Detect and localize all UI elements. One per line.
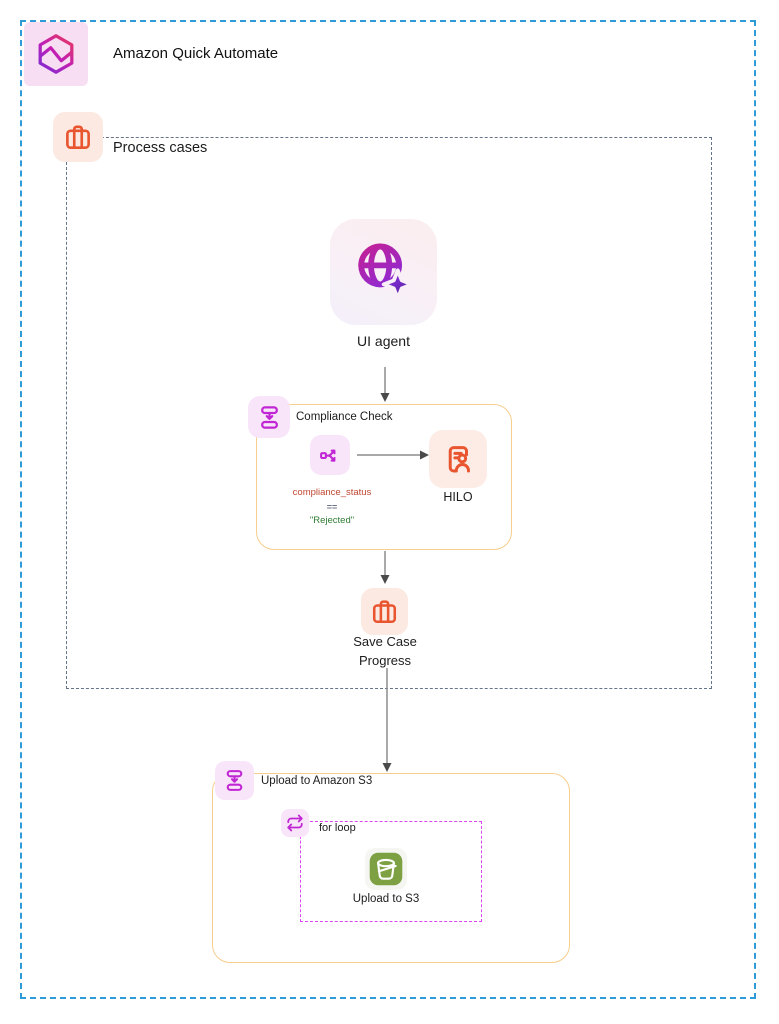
hilo-label: HILO <box>443 490 473 504</box>
flow-step-icon <box>256 404 283 431</box>
process-cases-node[interactable] <box>53 112 103 162</box>
arrow-ui-agent-to-compliance <box>380 367 390 402</box>
loop-repeat-icon <box>286 814 304 832</box>
process-cases-label: Process cases <box>110 140 211 156</box>
save-case-progress-node[interactable] <box>361 588 408 635</box>
condition-value: "Rejected" <box>309 515 355 526</box>
condition-variable: compliance_status <box>292 487 372 498</box>
arrow-save-to-upload <box>382 668 392 772</box>
person-document-icon <box>441 442 475 476</box>
app-title: Amazon Quick Automate <box>113 45 279 62</box>
arrow-condition-to-hilo <box>357 450 429 460</box>
hexagon-logo-icon <box>33 31 79 77</box>
briefcase-icon <box>370 597 399 626</box>
s3-bucket-icon <box>369 852 403 886</box>
branch-split-icon <box>318 443 343 468</box>
canvas-dashed-border <box>20 20 756 999</box>
hilo-node[interactable] <box>429 430 487 488</box>
globe-sparkle-icon <box>351 239 417 305</box>
condition-operator: == <box>326 502 338 512</box>
ui-agent-node[interactable] <box>330 219 437 325</box>
upload-to-s3-label: Upload to S3 <box>352 893 420 905</box>
for-loop-dashed-border <box>300 821 482 922</box>
for-loop-node[interactable] <box>281 809 309 837</box>
briefcase-icon <box>63 122 93 152</box>
condition-node[interactable] <box>310 435 350 475</box>
upload-to-s3-node[interactable] <box>365 848 407 890</box>
upload-group-node[interactable] <box>215 761 254 800</box>
for-loop-label: for loop <box>315 822 360 834</box>
process-cases-group-border <box>66 137 712 689</box>
save-case-progress-label: Save Case Progress <box>353 634 417 668</box>
compliance-check-label: Compliance Check <box>296 411 393 423</box>
ui-agent-label: UI agent <box>357 333 410 349</box>
flow-step-icon <box>222 768 247 793</box>
condition-expression: compliance_status == "Rejected" <box>262 486 402 528</box>
compliance-check-node[interactable] <box>248 396 290 438</box>
app-logo <box>24 22 88 86</box>
arrow-compliance-to-save <box>380 551 390 584</box>
upload-group-label: Upload to Amazon S3 <box>261 775 373 787</box>
